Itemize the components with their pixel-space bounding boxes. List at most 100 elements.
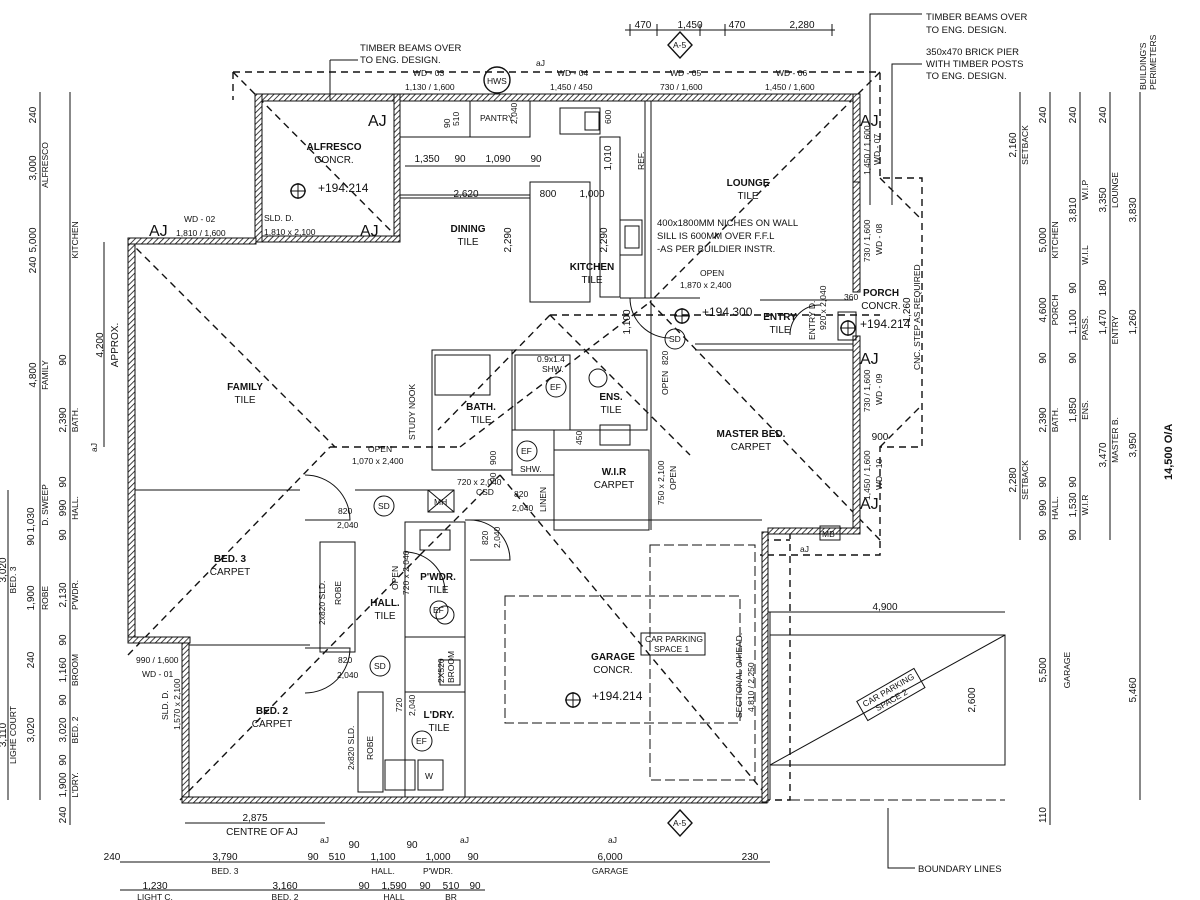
dim-b1-7: 1,000 [425, 852, 450, 863]
sld-alfresco-1: SLD. D. [264, 213, 294, 223]
sd-label-1: SD [378, 501, 390, 511]
window-wd05-id: WD - 05 [670, 68, 701, 78]
dim-4900: 4,900 [872, 602, 897, 613]
w-label: W [425, 771, 433, 781]
dim-4200: 4,200 [95, 332, 106, 357]
dim-90a: 90 [454, 154, 466, 165]
open-family-1: OPEN [368, 444, 392, 454]
dim-r2-name-0: W.I.P [1080, 180, 1090, 201]
dim-90b: 90 [530, 154, 542, 165]
window-wd01-id: WD - 01 [142, 669, 173, 679]
room-ldry-finish: TILE [428, 723, 449, 734]
dim-r1-name-2: PORCH [1050, 295, 1060, 326]
dim-l2-4: 3,020 [26, 717, 37, 742]
door-linen-2: 2,040 [512, 503, 534, 513]
dim-b2-0: 1,230 [142, 881, 167, 892]
ef-label-1: EF [550, 382, 561, 392]
note-timber-beams-left-2: TO ENG. DESIGN. [360, 55, 441, 66]
room-porch-name: PORCH [863, 288, 899, 299]
dim-l1-2: 240 [28, 256, 39, 273]
bottom-dimensions: 240 3,790 90 510 90 1,100 90 1,000 90 6,… [104, 840, 770, 900]
note-centre-of-aj: CENTRE OF AJ [226, 827, 298, 838]
room-hall-finish: TILE [374, 611, 395, 622]
room-garage-finish: CONCR. [593, 665, 632, 676]
dim-b1-5: 1,100 [370, 852, 395, 863]
aj-label-2: AJ [149, 223, 168, 240]
dim-l1-name-1: KITCHEN [70, 221, 80, 258]
dim-r4-2: 3,950 [1128, 432, 1139, 457]
room-bath-finish: TILE [470, 415, 491, 426]
open-hall-1: OPEN [390, 566, 400, 590]
interior-dimensions: 470 1,450 470 2,280 510 90 600 1,350 90 … [95, 20, 1005, 824]
dim-b1-4: 90 [348, 840, 360, 851]
dim-l2-2: 1,900 [26, 585, 37, 610]
dim-l1-15: 1,900 [58, 772, 69, 797]
dim-r2-1: 3,810 [1068, 197, 1079, 222]
dim-l1-4: 90 [58, 354, 69, 366]
dim-l1-name-4: HALL. [70, 496, 80, 520]
dim-b2-name-0: LIGHT C. [137, 892, 173, 900]
dim-r2-0: 240 [1068, 106, 1079, 123]
window-wd02-id: WD - 02 [184, 214, 215, 224]
dim-r4-3: 5,460 [1128, 677, 1139, 702]
dim-r3-1: 3,350 [1098, 187, 1109, 212]
dim-b1-9: 6,000 [597, 852, 622, 863]
dim-l1-0: 240 [28, 106, 39, 123]
room-entry-finish: TILE [769, 325, 790, 336]
dim-r2-4: 90 [1068, 352, 1079, 364]
door-bed2-2: 2,040 [337, 670, 359, 680]
dim-b1-name-0: BED. 3 [212, 866, 239, 876]
room-ens-name: ENS. [599, 392, 623, 403]
aj-small-2: aJ [320, 835, 329, 845]
garage-door-1: SECTIONAL O/HEAD. [734, 633, 744, 718]
open-kitchen-1: OPEN [700, 268, 724, 278]
room-dining-name: DINING [451, 224, 486, 235]
room-family-finish: TILE [234, 395, 255, 406]
aj-small-5: aJ [800, 544, 809, 554]
dim-r2-6: 90 [1068, 476, 1079, 488]
sd-label-2: SD [374, 661, 386, 671]
room-bed2-finish: CARPET [252, 719, 293, 730]
dim-r2-name-1: W.I.L [1080, 245, 1090, 265]
window-wd09-size: 730 / 1,600 [862, 369, 872, 412]
dim-l1-14: 90 [58, 754, 69, 766]
dim-1010: 1,010 [603, 145, 614, 170]
aj-small-6: aJ [89, 443, 99, 452]
window-wd08-id: WD - 08 [874, 224, 884, 255]
window-wd05-size: 730 / 1,600 [660, 82, 703, 92]
room-pantry-name: PANTRY [480, 113, 514, 123]
dim-r3-3: 1,470 [1098, 309, 1109, 334]
dim-r2-name-2: PASS. [1080, 316, 1090, 340]
dim-l2-extra-0: 3,020 [0, 557, 9, 582]
dim-r1-10: 110 [1038, 807, 1049, 823]
window-wd02-size: 1,810 / 1,600 [176, 228, 226, 238]
dim-top-1: 1,450 [677, 20, 702, 31]
room-lounge-name: LOUNGE [727, 178, 770, 189]
room-bed3-name: BED. 3 [214, 554, 247, 565]
dim-b1-name-2: P'WDR. [423, 866, 453, 876]
aj-small-1: aJ [536, 58, 545, 68]
dim-l1-name-2: FAMILY [40, 360, 50, 390]
dim-l1-top: 3,000 [28, 155, 39, 180]
ef-label-3: EF [433, 605, 444, 615]
shower-ens-2: SHW. [542, 364, 564, 374]
note-niches-3: -AS PER BUILDIER INSTR. [657, 244, 775, 255]
aj-label-6: AJ [860, 496, 879, 513]
dim-bath-90: 90 [488, 472, 498, 482]
dim-b2-name-1: BED. 2 [272, 892, 299, 900]
note-boundary-lines: BOUNDARY LINES [918, 864, 1002, 875]
room-kitchen-name: KITCHEN [570, 262, 614, 273]
note-cnc-step: CNC. STEP AS REQUIRED [912, 264, 922, 370]
dim-l2-name-0: D. SWEEP [40, 484, 50, 526]
shw-label-bath: SHW. [520, 464, 542, 474]
room-pwdr-finish: TILE [427, 585, 448, 596]
dim-r2-8: 90 [1068, 529, 1079, 541]
dim-b1-1: 3,790 [212, 852, 237, 863]
dim-r3-2: 180 [1098, 279, 1109, 296]
room-master-name: MASTER BED. [717, 429, 786, 440]
open-family-2: 1,070 x 2,400 [352, 456, 404, 466]
note-approx: APPROX. [110, 323, 121, 367]
window-wd10-size: 1,450 / 1,600 [862, 450, 872, 500]
hws-label: HWS [487, 76, 507, 86]
dim-2600: 2,600 [967, 687, 978, 712]
